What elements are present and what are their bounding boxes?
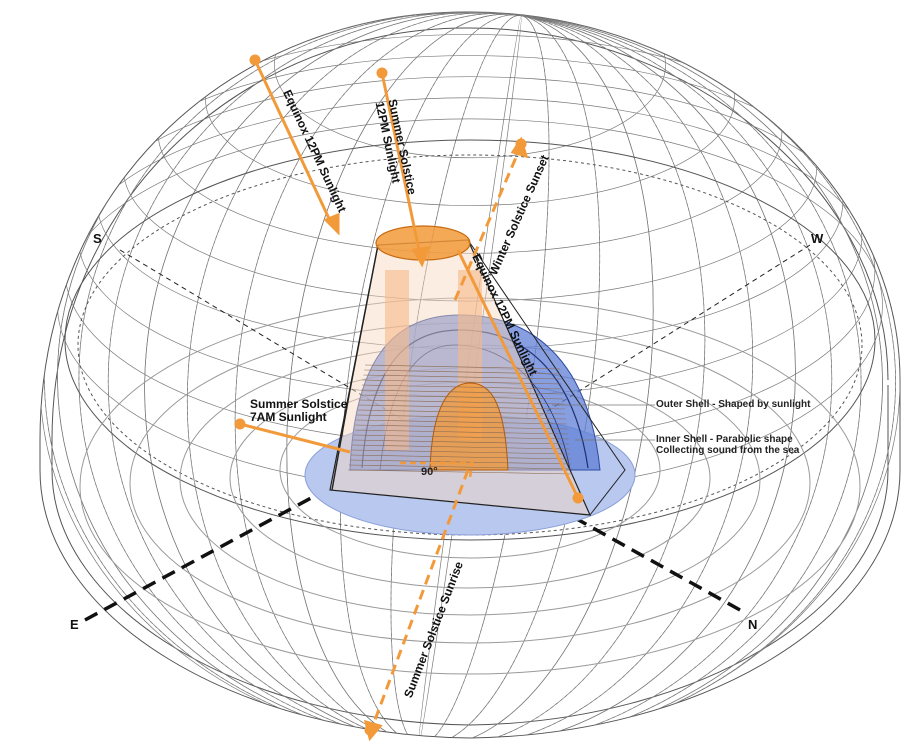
outer-shell <box>329 225 626 516</box>
compass-north: N <box>748 617 758 632</box>
annotation-leaders <box>552 404 655 441</box>
compass-east: E <box>70 617 79 632</box>
compass-south: S <box>93 231 102 246</box>
annotation-inner-shell: Inner Shell - Parabolic shape Collecting… <box>656 434 800 456</box>
right-angle-marker <box>400 461 474 479</box>
angle-label: 90° <box>421 466 438 478</box>
sun-rays <box>234 54 584 742</box>
annotation-outer-shell: Outer Shell - Shaped by sunlight <box>656 399 811 410</box>
compass-west: W <box>811 231 824 246</box>
ray-label-summer-7am: Summer Solstice 7AM Sunlight <box>250 397 348 425</box>
